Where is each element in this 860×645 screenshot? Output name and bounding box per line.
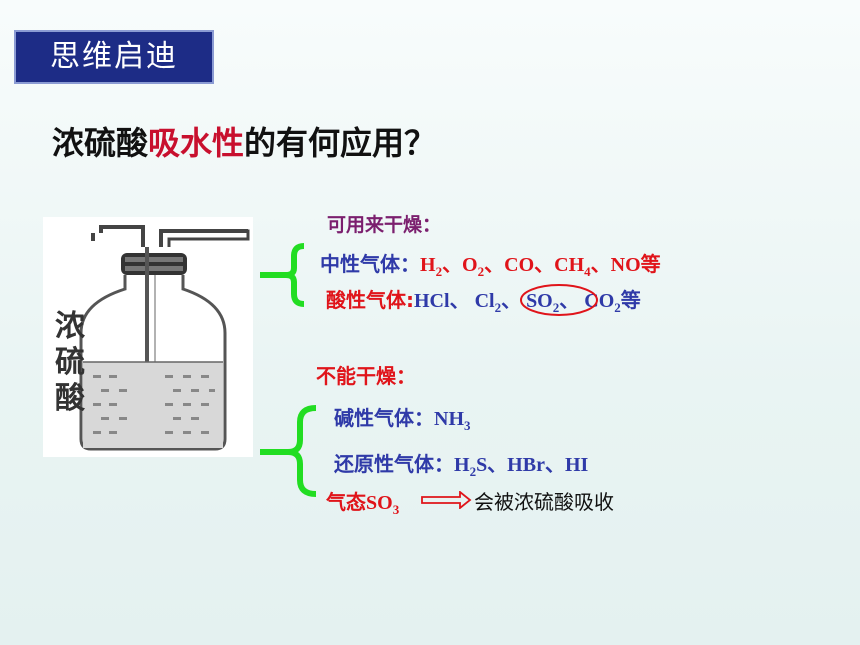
section-badge: 思维启迪 — [14, 30, 214, 84]
question-suffix: 的有何应用？ — [244, 124, 437, 162]
bracket-cannot-dry-icon — [260, 405, 317, 497]
bottle-label: 浓硫酸 — [55, 309, 85, 416]
question-highlight: 吸水性 — [148, 124, 245, 162]
basic-gases-row: 碱性气体：NH3 — [334, 402, 471, 434]
cannot-dry-title: 不能干燥： — [316, 364, 416, 388]
can-dry-title: 可用来干燥： — [327, 214, 442, 236]
bracket-can-dry-icon — [260, 243, 305, 307]
basic-gases-list: NH3 — [434, 408, 471, 433]
acidic-gases-list: HCl、 Cl2、 SO2、 CO2等 — [414, 288, 641, 315]
question-prefix: 浓硫酸 — [52, 124, 149, 162]
neutral-gases-label: 中性气体： — [320, 252, 420, 276]
so3-note: 会被浓硫酸吸收 — [474, 490, 614, 514]
reducing-gases-label: 还原性气体： — [334, 452, 454, 476]
neutral-gases-list: H2、O2、CO、CH4、NO等 — [420, 252, 661, 279]
acidic-gases-row: 酸性气体:HCl、 Cl2、 SO2、 CO2等 — [326, 284, 641, 316]
reducing-gases-row: 还原性气体：H2S、HBr、HI — [334, 448, 588, 480]
so3-row: 气态SO3 — [326, 486, 399, 518]
gas-washing-bottle-illustration: 浓硫酸 — [43, 217, 253, 457]
so3-label: 气态SO3 — [326, 490, 400, 517]
neutral-gases-row: 中性气体：H2、O2、CO、CH4、NO等 — [320, 248, 661, 280]
question-heading: 浓硫酸吸水性的有何应用？ — [52, 118, 436, 164]
acidic-gases-label: 酸性气体: — [326, 288, 414, 312]
highlight-ellipse-icon — [520, 284, 598, 316]
reducing-gases-list: H2S、HBr、HI — [454, 454, 589, 479]
basic-gases-label: 碱性气体： — [334, 406, 434, 430]
arrow-right-icon — [421, 491, 472, 509]
gas-washing-bottle-icon — [79, 225, 250, 451]
